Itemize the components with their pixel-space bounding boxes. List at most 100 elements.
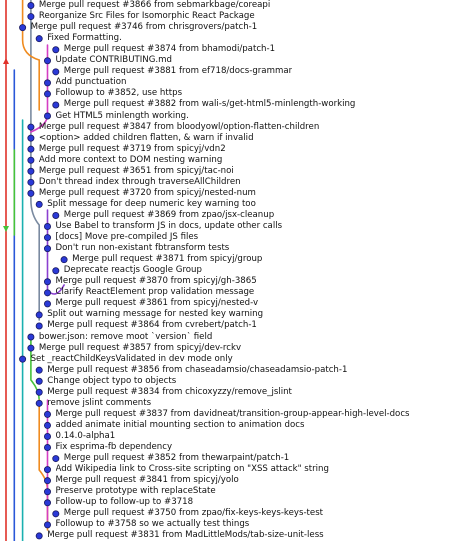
commit-row[interactable]: Merge pull request #3856 from chaseadams… xyxy=(47,365,347,376)
commit-dot[interactable] xyxy=(27,145,35,153)
commit-row[interactable]: remove jslint comments xyxy=(47,398,151,409)
commit-row[interactable]: Add more context to DOM nesting warning xyxy=(39,155,222,166)
commit-row[interactable]: Fixed Formatting. xyxy=(47,33,122,44)
commit-dot[interactable] xyxy=(60,256,68,264)
commit-row[interactable]: Set _reactChildKeysValidated in dev mode… xyxy=(31,354,233,365)
commit-row[interactable]: Merge pull request #3864 from cvrebert/p… xyxy=(47,320,257,331)
commit-dot[interactable] xyxy=(44,234,52,242)
commit-row[interactable]: Follow-up to follow-up to #3718 xyxy=(56,497,194,508)
commit-row[interactable]: Split out warning message for nested key… xyxy=(47,309,263,320)
commit-row[interactable]: Merge pull request #3869 from zpao/jsx-c… xyxy=(64,210,274,221)
commit-row[interactable]: Merge pull request #3719 from spicyj/vdn… xyxy=(39,144,226,155)
commit-row[interactable]: Merge pull request #3720 from spicyj/nes… xyxy=(39,188,256,199)
commit-dot[interactable] xyxy=(35,532,43,540)
commit-row[interactable]: Merge pull request #3834 from chicoxyzzy… xyxy=(47,387,292,398)
commit-dot[interactable] xyxy=(52,455,60,463)
commit-dot[interactable] xyxy=(27,2,35,10)
commit-row[interactable]: Deprecate reactjs Google Group xyxy=(64,265,202,276)
commit-row[interactable]: [docs] Move pre-compiled JS files xyxy=(56,232,199,243)
commit-message: Split message for deep numeric key warni… xyxy=(47,198,256,209)
commit-dot[interactable] xyxy=(44,421,52,429)
commit-dot[interactable] xyxy=(44,300,52,308)
commit-dot[interactable] xyxy=(35,388,43,396)
commit-dot[interactable] xyxy=(27,156,35,164)
commit-dot[interactable] xyxy=(44,444,52,452)
commit-row[interactable]: Followup to #3758 so we actually test th… xyxy=(56,519,250,530)
commit-dot[interactable] xyxy=(44,278,52,286)
commit-row[interactable]: Get HTML5 minlength working. xyxy=(56,111,189,122)
commit-row[interactable]: Clarify ReactElement prop validation mes… xyxy=(56,287,255,298)
commit-dot[interactable] xyxy=(27,333,35,341)
commit-dot[interactable] xyxy=(27,134,35,142)
commit-row[interactable]: <option> added children flatten, & warn … xyxy=(39,133,254,144)
commit-row[interactable]: Merge pull request #3651 from spicyj/tac… xyxy=(39,166,234,177)
commit-dot[interactable] xyxy=(44,112,52,120)
commit-row[interactable]: Merge pull request #3857 from spicyj/dev… xyxy=(39,343,241,354)
commit-dot[interactable] xyxy=(44,466,52,474)
commit-dot[interactable] xyxy=(52,510,60,518)
commit-dot[interactable] xyxy=(35,311,43,319)
commit-dot[interactable] xyxy=(44,57,52,65)
commit-row[interactable]: Add Wikipedia link to Cross-site scripti… xyxy=(56,464,329,475)
commit-dot[interactable] xyxy=(27,123,35,131)
commit-dot[interactable] xyxy=(52,211,60,219)
commit-row[interactable]: Followup to #3852, use https xyxy=(56,88,183,99)
commit-row[interactable]: Merge pull request #3871 from spicyj/gro… xyxy=(72,254,262,265)
commit-dot[interactable] xyxy=(27,13,35,21)
commit-dot[interactable] xyxy=(44,499,52,507)
commit-row[interactable]: Merge pull request #3746 from chrisgrove… xyxy=(31,22,258,33)
commit-dot[interactable] xyxy=(27,167,35,175)
commit-row[interactable]: Merge pull request #3881 from ef718/docs… xyxy=(64,66,292,77)
commit-row[interactable]: Merge pull request #3852 from thewarpain… xyxy=(64,453,289,464)
commit-row[interactable]: Merge pull request #3841 from spicyj/yol… xyxy=(56,475,239,486)
commit-dot[interactable] xyxy=(52,46,60,54)
commit-dot[interactable] xyxy=(44,521,52,529)
commit-row[interactable]: bower.json: remove moot `version` field xyxy=(39,332,212,343)
commit-row[interactable]: added animate initial mounting section t… xyxy=(56,420,305,431)
commit-row[interactable]: 0.14.0-alpha1 xyxy=(56,431,116,442)
commit-dot[interactable] xyxy=(35,399,43,407)
commit-dot[interactable] xyxy=(27,344,35,352)
commit-dot[interactable] xyxy=(35,366,43,374)
commit-row[interactable]: Change object typo to objects xyxy=(47,376,176,387)
commit-row[interactable]: Add punctuation xyxy=(56,77,127,88)
commit-row[interactable]: Merge pull request #3847 from bloodyowl/… xyxy=(39,122,319,133)
commit-dot[interactable] xyxy=(35,35,43,43)
commit-dot[interactable] xyxy=(27,178,35,186)
commit-dot[interactable] xyxy=(35,322,43,330)
commit-row[interactable]: Merge pull request #3882 from wali-s/get… xyxy=(64,99,356,110)
commit-dot[interactable] xyxy=(52,68,60,76)
commit-dot[interactable] xyxy=(35,377,43,385)
commit-dot[interactable] xyxy=(27,189,35,197)
commit-row[interactable]: Reorganize Src Files for Isomorphic Reac… xyxy=(39,11,255,22)
commit-row[interactable]: Don't run non-existant fbtransform tests xyxy=(56,243,230,254)
commit-dot[interactable] xyxy=(35,200,43,208)
commit-message: Merge pull request #3871 from spicyj/gro… xyxy=(72,254,263,265)
commit-row[interactable]: Split message for deep numeric key warni… xyxy=(47,199,256,210)
commit-row[interactable]: Update CONTRIBUTING.md xyxy=(56,55,172,66)
commit-dot[interactable] xyxy=(44,90,52,98)
commit-dot[interactable] xyxy=(44,488,52,496)
commit-dot[interactable] xyxy=(44,245,52,253)
commit-row[interactable]: Fix esprima-fb dependency xyxy=(56,442,173,453)
commit-row[interactable]: Merge pull request #3861 from spicyj/nes… xyxy=(56,298,259,309)
commit-dot[interactable] xyxy=(44,410,52,418)
commit-row[interactable]: Merge pull request #3750 from zpao/fix-k… xyxy=(64,508,323,519)
commit-dot[interactable] xyxy=(19,24,27,32)
commit-dot[interactable] xyxy=(44,477,52,485)
commit-dot[interactable] xyxy=(44,289,52,297)
commit-dot[interactable] xyxy=(44,432,52,440)
commit-row[interactable]: Don't thread index through traverseAllCh… xyxy=(39,177,241,188)
commit-dot[interactable] xyxy=(52,267,60,275)
commit-dot[interactable] xyxy=(44,79,52,87)
commit-row[interactable]: Use Babel to transform JS in docs, updat… xyxy=(56,221,283,232)
commit-row[interactable]: Merge pull request #3866 from sebmarkbag… xyxy=(39,0,270,11)
commit-row[interactable]: Merge pull request #3874 from bhamodi/pa… xyxy=(64,44,275,55)
commit-row[interactable]: Preserve prototype with replaceState xyxy=(56,486,216,497)
commit-dot[interactable] xyxy=(52,101,60,109)
commit-row[interactable]: Merge pull request #3837 from davidneat/… xyxy=(56,409,410,420)
commit-dot[interactable] xyxy=(44,223,52,231)
commit-dot[interactable] xyxy=(19,355,27,363)
commit-row[interactable]: Merge pull request #3870 from spicyj/gh-… xyxy=(56,276,257,287)
commit-row[interactable]: Merge pull request #3831 from MadLittleM… xyxy=(47,530,323,541)
